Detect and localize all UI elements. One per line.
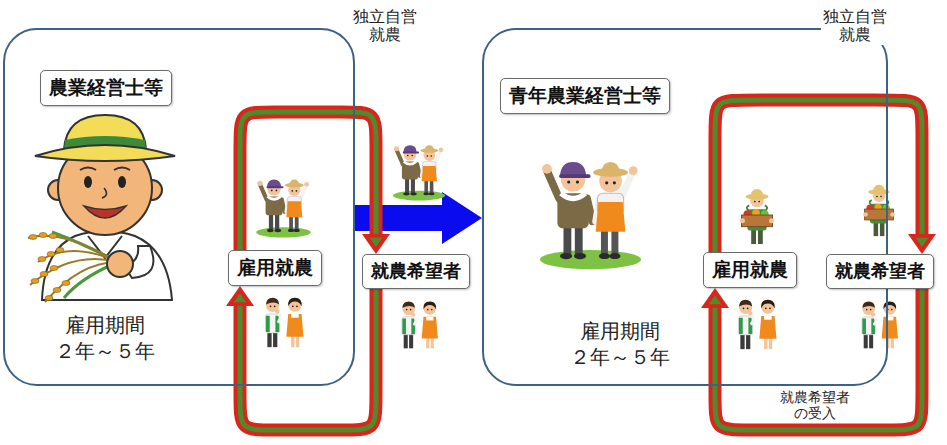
- arrow-head: [709, 295, 722, 304]
- farmer-illustration: [39, 233, 47, 238]
- label-box: 雇用就農: [228, 250, 322, 286]
- node-text: 農業経営士等: [49, 76, 163, 100]
- arrow-shaft: [240, 289, 376, 431]
- node-text: 雇用期間 ２年～５年: [54, 312, 156, 364]
- label-box: 青年農業経営士等: [500, 78, 670, 114]
- node-text: 就農希望者: [371, 260, 461, 283]
- node-text: 青年農業経営士等: [509, 84, 661, 108]
- farmer-illustration: [45, 296, 53, 301]
- trainee-figures: [265, 298, 303, 347]
- arrow-head: [370, 238, 383, 247]
- flow-arrow: [701, 288, 922, 430]
- farmer-illustration: [118, 176, 126, 188]
- farmer-illustration: [31, 279, 39, 284]
- farmer-illustration: [80, 168, 130, 171]
- applicant-figures: [402, 302, 438, 349]
- farmer-illustration: [56, 248, 64, 253]
- applicant-figures: [862, 302, 898, 349]
- farmer-illustration: [84, 176, 92, 188]
- farmer-illustration: [29, 233, 70, 301]
- node-text: 就農希望者: [835, 260, 925, 283]
- arrow-shaft: [240, 112, 376, 250]
- arrow-shaft: [715, 289, 922, 431]
- flow-arrow: [715, 100, 936, 254]
- edge-label: 独立自営 就農: [351, 8, 418, 45]
- node-text: 雇用就農: [237, 256, 313, 280]
- farmer-illustration: [47, 252, 55, 257]
- young-farmer-couple: [540, 162, 641, 269]
- arrow-shaft: [715, 100, 922, 252]
- label-box: 農業経営士等: [40, 70, 172, 106]
- arrow-head: [362, 234, 390, 254]
- label-box: 就農希望者: [826, 254, 934, 289]
- flow-arrow: [240, 112, 390, 254]
- label-box: 就農希望者: [362, 254, 470, 289]
- trainee-figures: [738, 300, 776, 349]
- group-frame: 雇用期間 ２年～５年 農業経営士等雇用就農: [3, 28, 355, 386]
- farmer-illustration: [50, 266, 58, 271]
- person-figures: [256, 145, 898, 349]
- farmer-illustration: [35, 145, 175, 161]
- label-box: 雇用就農: [703, 252, 797, 288]
- farmer-illustration: [53, 288, 61, 293]
- farmer-illustration: [28, 236, 118, 302]
- arrow-shaft: [715, 100, 922, 252]
- edge-label: 独立自営 就農: [821, 8, 888, 45]
- farmer-illustration: [28, 115, 175, 302]
- farmer-illustration: [49, 234, 57, 239]
- edge-label: 就農希望者 の受入: [779, 389, 850, 421]
- arrow-shaft: [240, 112, 376, 250]
- arrow-head: [701, 288, 729, 308]
- group-frame: 雇用期間 ２年～５年 青年農業経営士等雇用就農: [482, 28, 888, 386]
- farmer-illustration: [38, 257, 46, 262]
- farmer-illustration: [84, 206, 126, 218]
- arrow-head: [226, 286, 254, 306]
- arrow-head: [234, 293, 247, 302]
- arrow-head: [916, 238, 929, 247]
- arrow-shaft: [240, 289, 376, 431]
- farmer-illustration: [29, 235, 37, 240]
- arrow-head: [908, 234, 936, 254]
- farmer-illustration: [102, 188, 107, 198]
- farmer-illustration: [62, 281, 70, 286]
- independent-farmers: [256, 180, 311, 238]
- farmer-illustration: [107, 251, 133, 277]
- arrow-shaft: [715, 289, 922, 431]
- farmer-illustration: [40, 272, 48, 277]
- independent-farmer: [740, 189, 774, 244]
- node-text: 雇用期間 ２年～５年: [569, 318, 671, 370]
- independent-farmers: [393, 145, 445, 200]
- independent-farmer: [863, 185, 895, 236]
- node-text: 雇用就農: [712, 258, 788, 282]
